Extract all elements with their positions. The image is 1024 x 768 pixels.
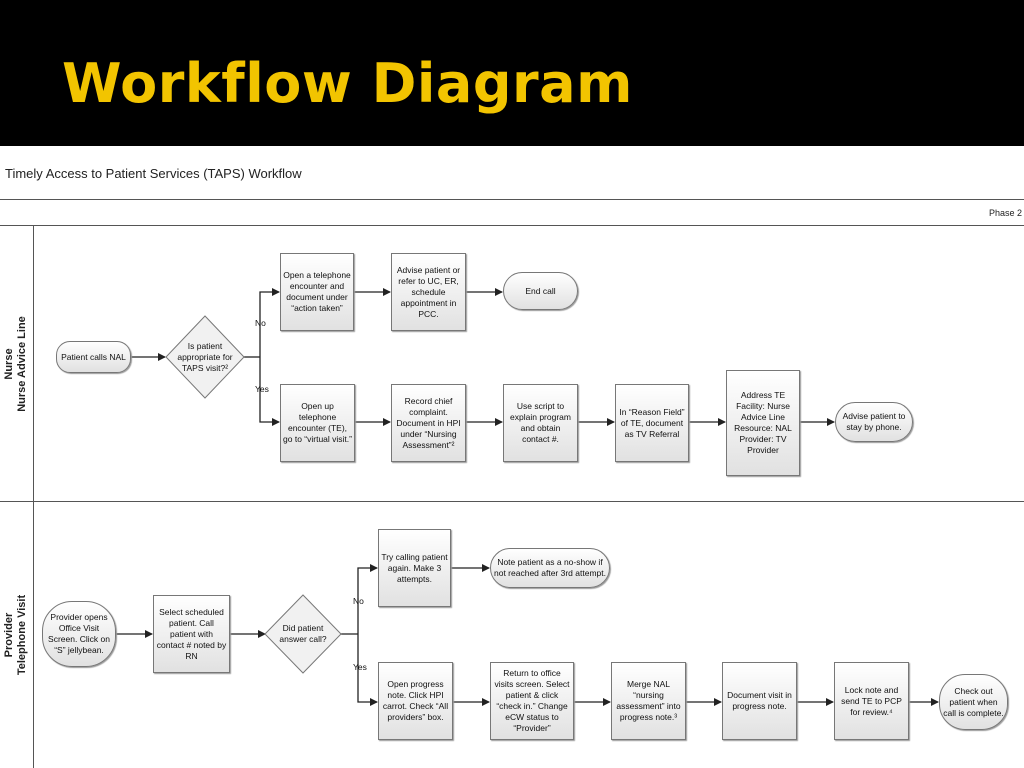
connector-arrow bbox=[357, 564, 378, 634]
end-note-no-show: Note patient as a no-show if not reached… bbox=[490, 548, 610, 588]
step-lock-note-send-te: Lock note and send TE to PCP for review.… bbox=[834, 662, 909, 740]
end-advise-stay-by-phone: Advise patient to stay by phone. bbox=[835, 402, 913, 442]
connector-layer bbox=[116, 288, 939, 706]
decision-appropriate-for-taps: Is patient appropriate for TAPS visit?² bbox=[177, 340, 233, 373]
step-open-up-telephone-encounter: Open up telephone encounter (TE), go to … bbox=[280, 384, 355, 462]
decision-diamond bbox=[264, 594, 342, 674]
branch-label-no: No bbox=[353, 596, 364, 606]
slide-title-bar: Workflow Diagram bbox=[0, 0, 1024, 146]
step-return-to-office-visits: Return to office visits screen. Select p… bbox=[490, 662, 574, 740]
step-select-scheduled-patient: Select scheduled patient. Call patient w… bbox=[153, 595, 230, 673]
step-reason-field: In “Reason Field” of TE, document as TV … bbox=[615, 384, 689, 462]
connector-arrow bbox=[357, 634, 378, 706]
branch-label-yes: Yes bbox=[353, 662, 367, 672]
start-provider-opens-office-visit: Provider opens Office Visit Screen. Clic… bbox=[42, 601, 116, 667]
step-record-chief-complaint: Record chief complaint. Document in HPI … bbox=[391, 384, 466, 462]
step-document-visit: Document visit in progress note. bbox=[722, 662, 797, 740]
step-merge-nal-assessment: Merge NAL “nursing assessment” into prog… bbox=[611, 662, 686, 740]
end-call: End call bbox=[503, 272, 578, 310]
branch-label-yes: Yes bbox=[255, 384, 269, 394]
step-advise-or-refer: Advise patient or refer to UC, ER, sched… bbox=[391, 253, 466, 331]
step-address-te: Address TE Facility: Nurse Advice Line R… bbox=[726, 370, 800, 476]
divider-line bbox=[0, 199, 1024, 200]
branch-label-no: No bbox=[255, 318, 266, 328]
step-open-progress-note: Open progress note. Click HPI carrot. Ch… bbox=[378, 662, 453, 740]
lane-header-divider bbox=[33, 226, 34, 768]
phase-label: Phase 2 bbox=[988, 208, 1022, 218]
end-check-out-patient: Check out patient when call is complete. bbox=[939, 674, 1008, 730]
divider-line bbox=[0, 225, 1024, 226]
connector-arrow bbox=[259, 357, 280, 426]
start-patient-calls-nal: Patient calls NAL bbox=[56, 341, 131, 373]
lane-divider bbox=[0, 501, 1024, 502]
connector-arrow bbox=[259, 288, 280, 357]
workflow-diagram: Timely Access to Patient Services (TAPS)… bbox=[0, 146, 1024, 768]
slide-title: Workflow Diagram bbox=[62, 52, 633, 115]
decision-patient-answer-call: Did patient answer call? bbox=[279, 623, 327, 644]
decision-diamond bbox=[165, 315, 245, 399]
diagram-title: Timely Access to Patient Services (TAPS)… bbox=[5, 166, 302, 181]
step-try-calling-again: Try calling patient again. Make 3 attemp… bbox=[378, 529, 451, 607]
step-use-script: Use script to explain program and obtain… bbox=[503, 384, 578, 462]
step-open-telephone-encounter: Open a telephone encounter and document … bbox=[280, 253, 354, 331]
